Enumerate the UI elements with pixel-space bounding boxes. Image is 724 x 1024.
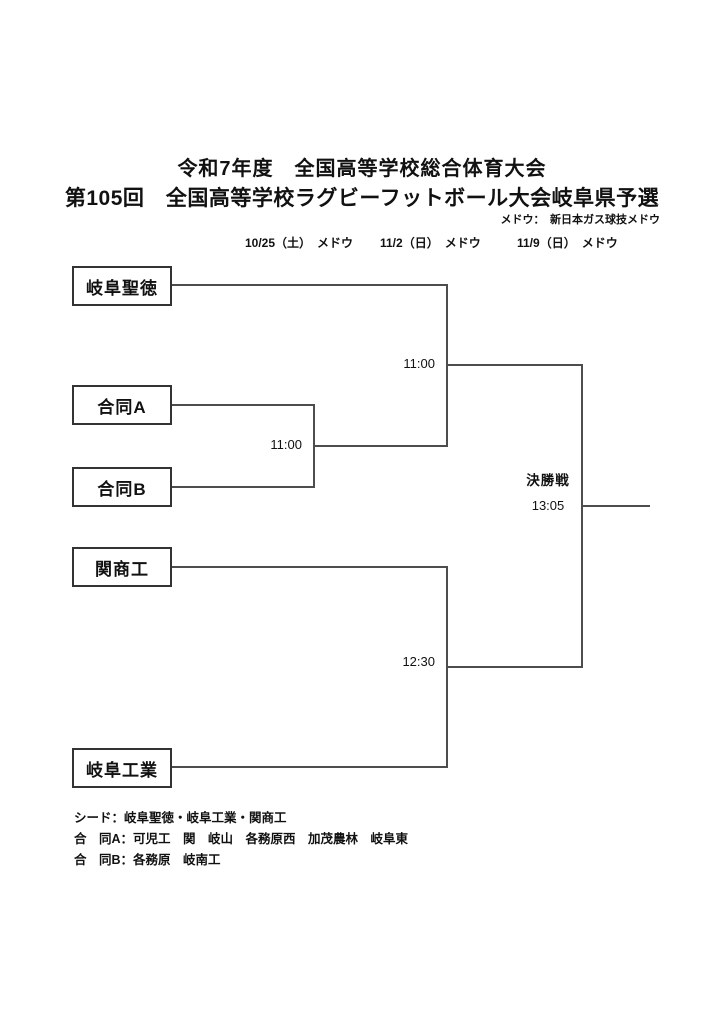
round2-date: 11/2（日） メドウ [380, 236, 481, 250]
final-match-label: 決勝戦 [526, 473, 570, 488]
seed-note: シード：岐阜聖徳・岐阜工業・関商工 [74, 811, 287, 825]
connector-gifu-kogyo [172, 766, 448, 768]
connector-gifu-shotoku [172, 284, 448, 286]
round1-date: 10/25（土） メドウ [245, 236, 354, 250]
final-match-time: 13:05 [531, 498, 565, 513]
tournament-title-line1: 令和7年度 全国高等学校総合体育大会 [177, 158, 547, 180]
semifinal-upper-match-time: 11:00 [403, 356, 435, 371]
semifinal-upper-winner-line [446, 364, 583, 366]
team-name-gifu-shotoku: 岐阜聖徳 [86, 278, 158, 298]
team-name-godo-b: 合同B [97, 479, 147, 499]
final-bracket-vertical [581, 364, 583, 668]
connector-godo-a [172, 404, 315, 406]
semifinal-lower-winner-line [446, 666, 583, 668]
round1-winner-line [313, 445, 448, 447]
champion-line [581, 505, 650, 507]
joint-a-note: 合 同A：可児工 関 岐山 各務原西 加茂農林 岐阜東 [74, 832, 409, 846]
venue-note: メドウ： 新日本ガス球技メドウ [500, 214, 661, 226]
team-box-gifu-kogyo: 岐阜工業 [72, 748, 172, 788]
team-name-godo-a: 合同A [97, 397, 147, 417]
team-name-seki-shoko: 関商工 [95, 559, 149, 579]
round1-match-time: 11:00 [270, 437, 302, 452]
connector-seki-shoko [172, 566, 448, 568]
team-box-gifu-shotoku: 岐阜聖徳 [72, 266, 172, 306]
joint-b-note: 合 同B：各務原 岐南工 [74, 853, 221, 867]
tournament-title-line2: 第105回 全国高等学校ラグビーフットボール大会岐阜県予選 [64, 187, 660, 210]
final-date: 11/9（日） メドウ [517, 236, 618, 250]
team-box-seki-shoko: 関商工 [72, 547, 172, 587]
team-box-godo-a: 合同A [72, 385, 172, 425]
team-box-godo-b: 合同B [72, 467, 172, 507]
semifinal-lower-match-time: 12:30 [402, 654, 435, 669]
connector-godo-b [172, 486, 315, 488]
team-name-gifu-kogyo: 岐阜工業 [86, 760, 158, 780]
